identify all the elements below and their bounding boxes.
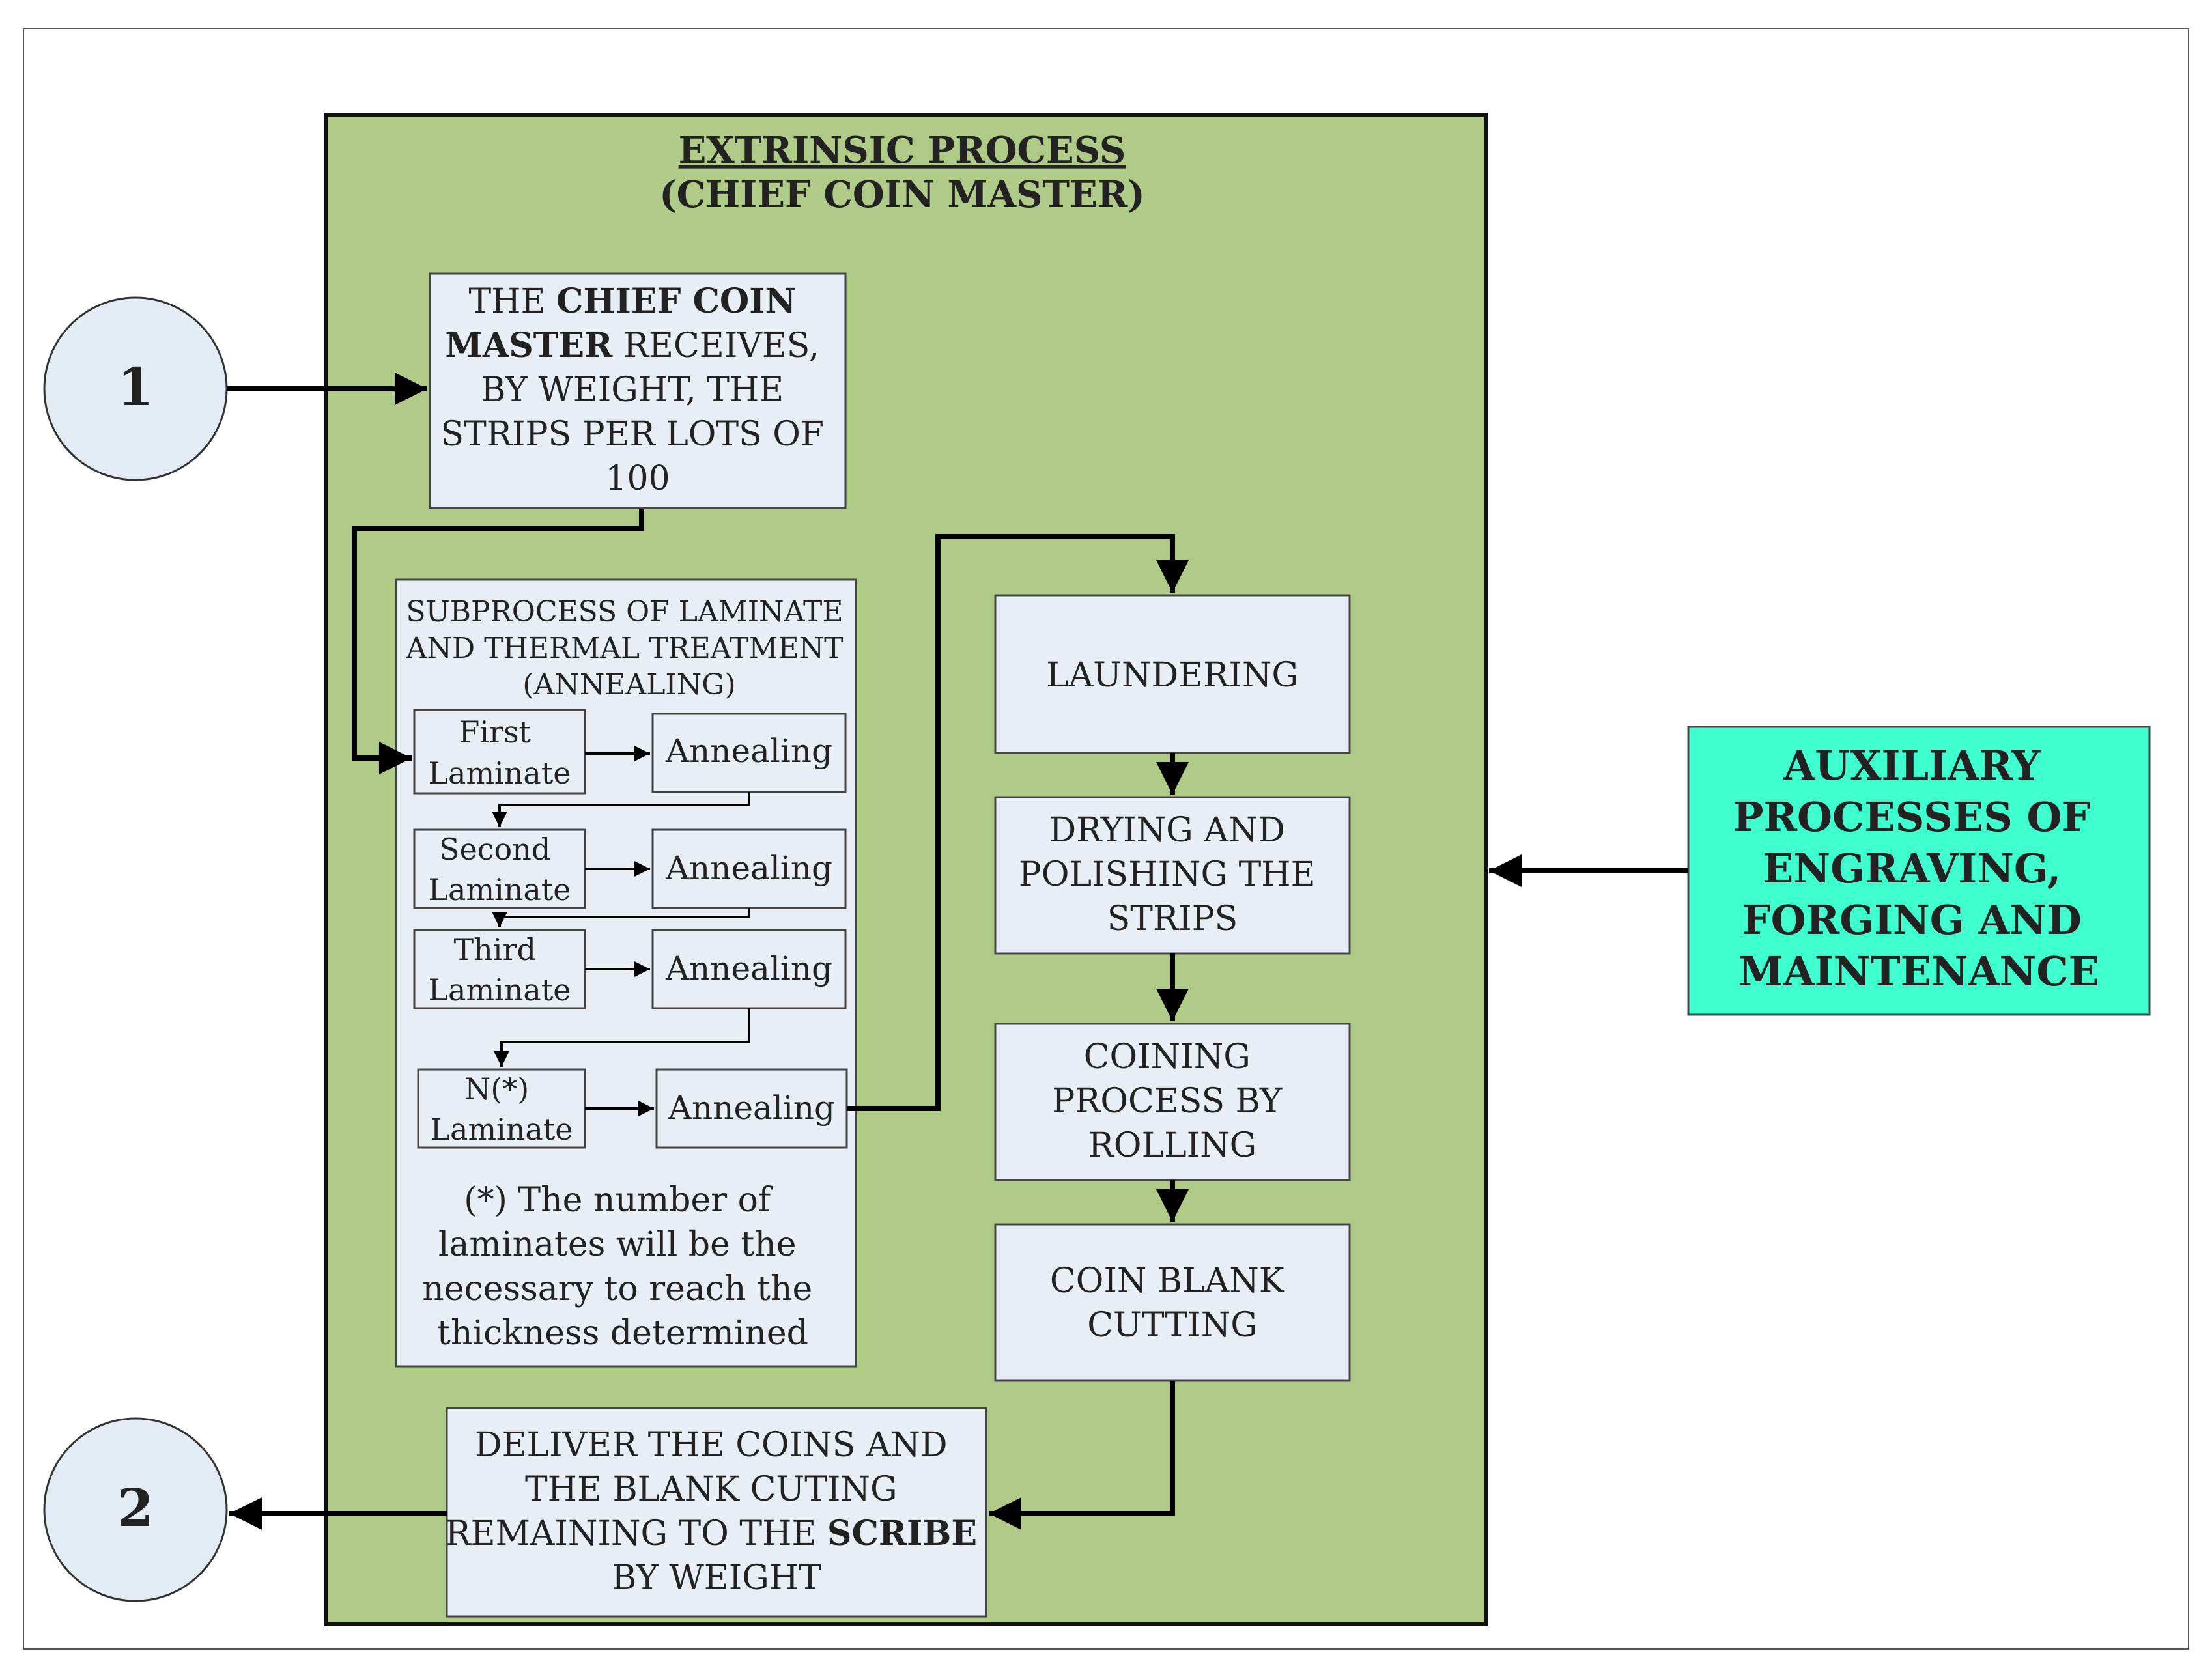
drying-polishing-label: DRYING AND POLISHING THE STRIPS <box>1019 811 1326 939</box>
laundering-box <box>994 594 1351 754</box>
arrow-receive-to-first-laminate <box>352 509 644 774</box>
annealing-4-box <box>655 1068 848 1149</box>
annealing-3-box <box>651 929 847 1009</box>
connector-1-label: 1 <box>117 356 154 417</box>
annealing-1-label: Annealing <box>665 732 832 770</box>
deliver-coins-box <box>446 1407 987 1618</box>
annealing-3-label: Annealing <box>665 950 832 987</box>
process-subtitle: (CHIEF COIN MASTER) <box>659 173 1145 216</box>
arrow-annealing-4-to-laundering <box>847 534 1189 1111</box>
auxiliary-processes-box <box>1687 726 2151 1016</box>
auxiliary-processes-label: AUXILIARY PROCESSES OF ENGRAVING, FORGIN… <box>1733 742 2105 995</box>
flow-arrows <box>227 373 1688 1530</box>
annealing-2-box <box>651 828 847 909</box>
annealing-2-label: Annealing <box>665 849 832 887</box>
arrow-cutting-to-deliver <box>989 1381 1175 1530</box>
n-laminate-label: N(*) Laminate <box>430 1071 573 1147</box>
connector-2 <box>43 1417 228 1602</box>
annealing-4-label: Annealing <box>668 1089 835 1127</box>
process-title: EXTRINSIC PROCESS <box>679 129 1126 172</box>
first-laminate-label: First Laminate <box>428 714 571 791</box>
n-laminate-box <box>417 1068 586 1149</box>
third-laminate-label: Third Laminate <box>428 932 571 1008</box>
deliver-coins-text: DELIVER THE COINS AND THE BLANK CUTING R… <box>445 1426 987 1598</box>
coin-blank-cutting-label: COIN BLANK CUTTING <box>1050 1262 1295 1345</box>
connector-2-label: 2 <box>117 1477 154 1538</box>
arrow-annealing-1-to-second <box>492 792 750 827</box>
second-laminate-box <box>413 828 586 909</box>
arrow-annealing-3-to-n <box>494 1008 750 1067</box>
subprocess-title: SUBPROCESS OF LAMINATE AND THERMAL TREAT… <box>406 595 853 701</box>
arrow-annealing-2-to-third <box>492 908 750 927</box>
third-laminate-box <box>413 929 586 1009</box>
coining-rolling-label: COINING PROCESS BY ROLLING <box>1052 1038 1293 1165</box>
receive-strips-text: THE CHIEF COIN MASTER RECEIVES, BY WEIGH… <box>440 281 834 498</box>
coining-rolling-box <box>994 1023 1351 1181</box>
receive-strips-box <box>429 272 847 509</box>
laundering-label: LAUNDERING <box>1046 656 1299 695</box>
coin-blank-cutting-box <box>994 1223 1351 1382</box>
first-laminate-box <box>413 709 586 795</box>
second-laminate-label: Second Laminate <box>428 832 571 907</box>
laminate-count-note: (*) The number of laminates will be the … <box>422 1181 823 1353</box>
outer-frame <box>23 28 2189 1650</box>
drying-polishing-box <box>994 796 1351 955</box>
